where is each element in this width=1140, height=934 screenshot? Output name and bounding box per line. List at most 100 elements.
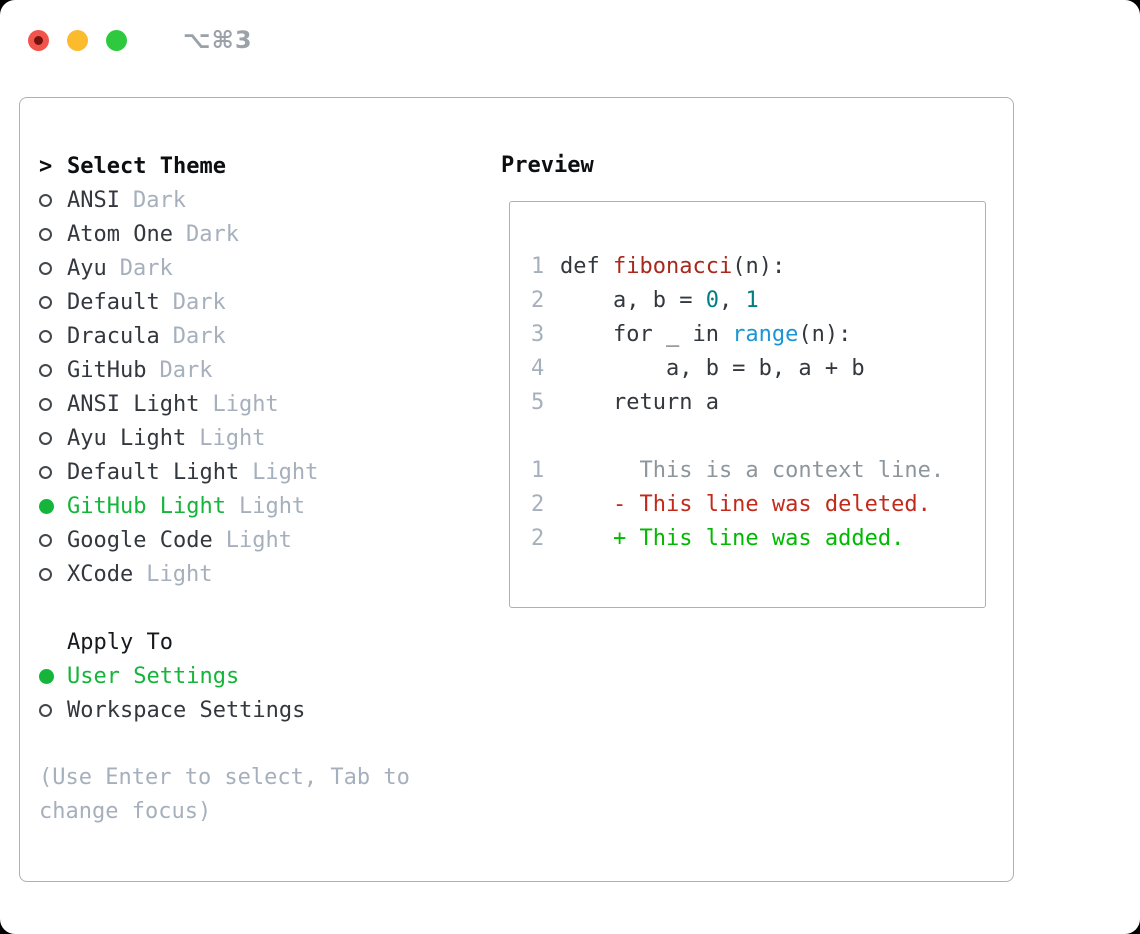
code-line: 3 for _ in range(n): xyxy=(531,317,977,351)
apply-option[interactable]: Workspace Settings xyxy=(39,693,484,727)
zoom-button[interactable] xyxy=(106,29,127,51)
theme-name: XCode xyxy=(67,561,134,587)
code-content: a, b = 0, 1 xyxy=(560,288,759,313)
apply-option-label: User Settings xyxy=(67,663,240,689)
titlebar: ⌥⌘3 xyxy=(28,26,253,54)
theme-name: ANSI Light xyxy=(67,391,200,417)
theme-variant: Light xyxy=(252,459,319,485)
line-number: 2 xyxy=(531,287,545,313)
radio-col xyxy=(39,363,67,377)
apply-option-label: Workspace Settings xyxy=(67,697,306,723)
line-number: 3 xyxy=(531,321,545,347)
code-content: return a xyxy=(560,390,719,415)
line-number: 2 xyxy=(531,491,545,517)
token-plain: a, b = b, a + b xyxy=(560,355,865,381)
line-number: 4 xyxy=(531,355,545,381)
apply-to-header-row: Apply To xyxy=(39,625,484,659)
token-function: fibonacci xyxy=(612,253,733,279)
diff-deleted-content: - This line was deleted. xyxy=(560,491,931,517)
code-line: 5 return a xyxy=(531,385,977,419)
radio-selected-icon xyxy=(39,668,54,684)
theme-option[interactable]: GitHub Light Light xyxy=(39,489,484,523)
radio-icon xyxy=(39,431,52,445)
apply-option[interactable]: User Settings xyxy=(39,659,484,693)
token-plain: def xyxy=(560,253,613,279)
theme-variant: Dark xyxy=(185,221,239,247)
token-plain: return a xyxy=(560,389,719,415)
token-plain: a, b = xyxy=(560,287,706,313)
apply-to-header: Apply To xyxy=(67,629,173,655)
radio-icon xyxy=(39,227,52,241)
theme-variant: Dark xyxy=(172,323,226,349)
diff-line: 2 - This line was deleted. xyxy=(531,487,977,521)
theme-variant: Dark xyxy=(119,255,173,281)
radio-selected-icon xyxy=(39,498,54,514)
theme-option[interactable]: Ayu Dark xyxy=(39,251,484,285)
minimize-button[interactable] xyxy=(67,29,88,51)
diff-context-content: This is a context line. xyxy=(560,457,945,483)
theme-variant: Light xyxy=(225,527,292,553)
keyboard-hint: (Use Enter to select, Tab to change focu… xyxy=(39,765,410,824)
diff-line: 1 This is a context line. xyxy=(531,453,977,487)
radio-icon xyxy=(39,703,52,717)
token-builtin: range xyxy=(732,321,799,347)
theme-variant: Dark xyxy=(172,289,226,315)
token-number: 1 xyxy=(745,287,759,313)
radio-col xyxy=(39,329,67,343)
theme-option[interactable]: Atom One Dark xyxy=(39,217,484,251)
theme-name: GitHub Light xyxy=(67,493,226,519)
theme-variant: Light xyxy=(238,493,306,519)
theme-name: Ayu Light xyxy=(67,425,187,451)
theme-name: ANSI xyxy=(67,187,120,213)
theme-name: Atom One xyxy=(67,221,173,247)
code-content: for _ in range(n): xyxy=(560,322,851,347)
theme-name: Google Code xyxy=(67,527,213,553)
code-content: def fibonacci(n): xyxy=(560,254,785,279)
radio-icon xyxy=(39,397,52,411)
radio-col xyxy=(39,533,67,547)
token-plain: (n): xyxy=(798,321,852,347)
theme-option[interactable]: Google Code Light xyxy=(39,523,484,557)
theme-name: Ayu xyxy=(67,255,107,281)
radio-col xyxy=(39,668,67,684)
theme-variant: Light xyxy=(212,391,279,417)
radio-icon xyxy=(39,567,52,581)
close-button[interactable] xyxy=(28,29,49,51)
radio-col xyxy=(39,193,67,207)
traffic-lights xyxy=(28,29,145,51)
theme-option[interactable]: ANSI Light Light xyxy=(39,387,484,421)
token-plain: (n): xyxy=(732,253,786,279)
radio-col xyxy=(39,498,67,514)
radio-icon xyxy=(39,533,52,547)
select-theme-header-row: > Select Theme xyxy=(39,149,484,183)
radio-col xyxy=(39,567,67,581)
radio-icon xyxy=(39,193,52,207)
radio-col xyxy=(39,465,67,479)
token-plain: , xyxy=(718,287,746,313)
focus-cursor-col: > xyxy=(39,154,67,179)
blank-line xyxy=(531,419,977,453)
radio-col xyxy=(39,703,67,717)
radio-col xyxy=(39,295,67,309)
radio-icon xyxy=(39,261,52,275)
theme-name: Default Light xyxy=(67,459,240,485)
diff-added-content: + This line was added. xyxy=(560,525,905,551)
theme-name: GitHub xyxy=(67,357,147,383)
token-number: 0 xyxy=(705,287,719,313)
code-line: 2 a, b = 0, 1 xyxy=(531,283,977,317)
code-line: 4 a, b = b, a + b xyxy=(531,351,977,385)
radio-col xyxy=(39,397,67,411)
theme-option[interactable]: Default Light Light xyxy=(39,455,484,489)
radio-icon xyxy=(39,329,52,343)
